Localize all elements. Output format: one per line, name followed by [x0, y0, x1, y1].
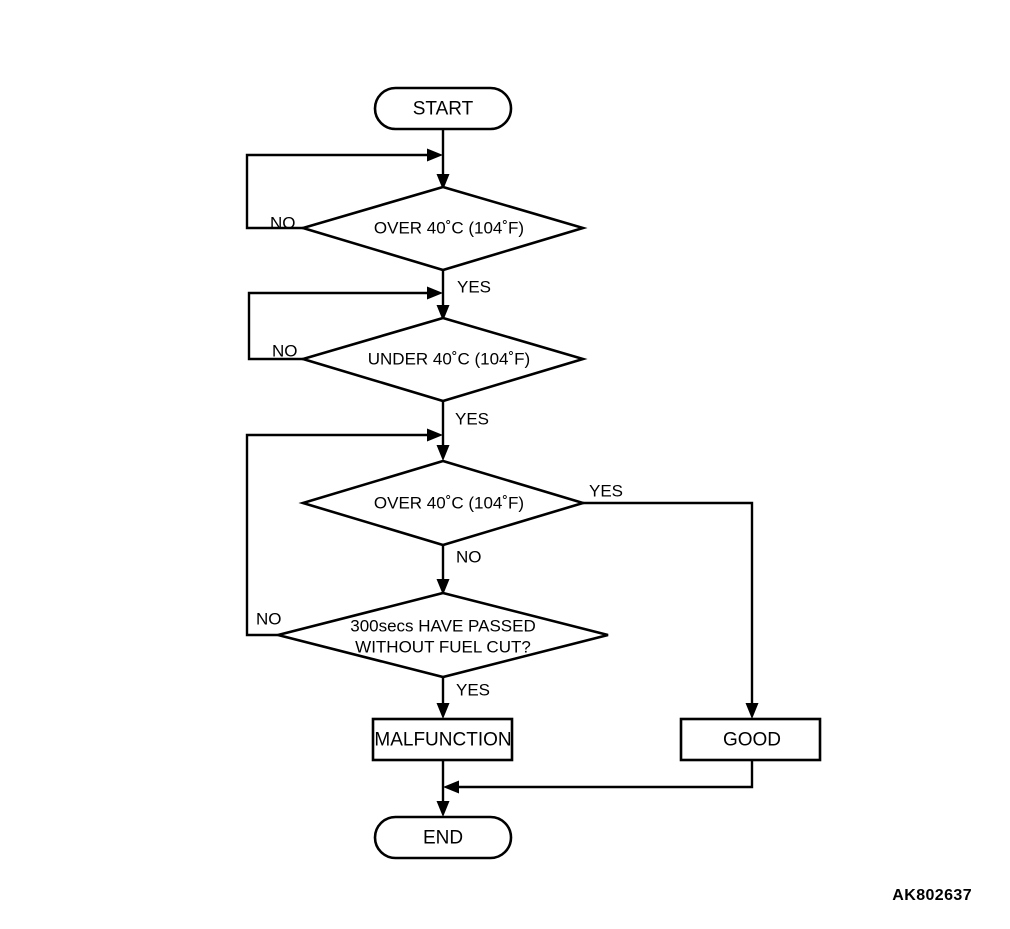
node-decision4-label-line2: WITHOUT FUEL CUT?	[355, 637, 531, 656]
node-malfunction-label: MALFUNCTION	[374, 730, 511, 751]
node-decision3-label: OVER 40˚C (104˚F)	[374, 493, 524, 512]
edge-label-decision4-yes: YES	[456, 680, 490, 699]
edge-label-decision3-yes: YES	[589, 481, 623, 500]
edge-decision4-yes-to-malfunction	[436, 677, 450, 719]
node-good[interactable]: GOOD	[679, 717, 822, 762]
node-decision2[interactable]: UNDER 40˚C (104˚F)	[298, 316, 588, 403]
edge-start-to-decision1	[436, 128, 450, 190]
edge-decision4-no-loop	[245, 428, 443, 637]
node-good-label: GOOD	[723, 730, 781, 751]
edge-malfunction-to-end	[436, 760, 450, 817]
edge-label-decision1-yes: YES	[457, 277, 491, 296]
reference-code: AK802637	[892, 887, 972, 904]
node-malfunction[interactable]: MALFUNCTION	[371, 717, 514, 762]
edge-decision1-no-loop	[245, 148, 443, 230]
edge-decision1-yes-to-decision2	[436, 270, 450, 321]
edge-decision2-yes-to-decision3	[436, 401, 450, 461]
node-end-label: END	[423, 828, 463, 849]
node-start[interactable]: START	[373, 86, 513, 131]
edge-label-decision4-no: NO	[256, 609, 282, 628]
node-decision4-label-line1: 300secs HAVE PASSED	[350, 616, 536, 635]
node-decision2-label: UNDER 40˚C (104˚F)	[368, 349, 530, 368]
node-decision3[interactable]: OVER 40˚C (104˚F)	[298, 459, 588, 547]
edge-label-decision2-no: NO	[272, 341, 298, 360]
edge-decision3-no-to-decision4	[436, 545, 450, 595]
node-end[interactable]: END	[373, 815, 513, 860]
node-decision4[interactable]: 300secs HAVE PASSED WITHOUT FUEL CUT?	[277, 591, 609, 679]
node-decision1[interactable]: OVER 40˚C (104˚F)	[298, 185, 588, 272]
node-decision1-label: OVER 40˚C (104˚F)	[374, 218, 524, 237]
edge-label-decision1-no: NO	[270, 213, 296, 232]
edge-label-decision2-yes: YES	[455, 409, 489, 428]
edge-label-decision3-no: NO	[456, 547, 482, 566]
edge-good-to-end-merge	[443, 760, 754, 794]
node-start-label: START	[413, 99, 474, 120]
edge-decision3-yes-to-good	[583, 501, 759, 719]
edge-decision2-no-loop	[247, 286, 443, 361]
